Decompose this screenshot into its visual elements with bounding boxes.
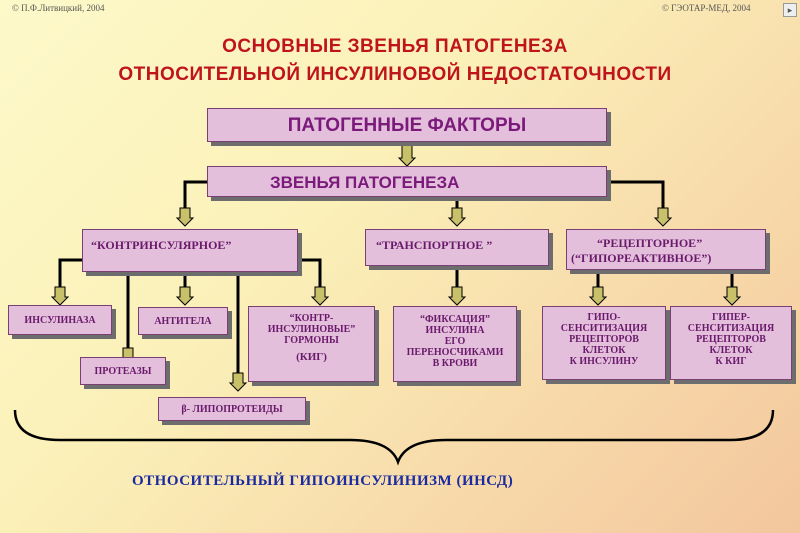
contr-hormones-line2: ИНСУЛИНОВЫЕ” (267, 324, 356, 335)
node-contrinsular: “КОНТРИНСУЛЯРНОЕ” (82, 229, 298, 272)
node-receptor-line2: (“ГИПОРЕАКТИВНОЕ”) (571, 251, 712, 265)
contr-hormones-line4: (КИГ) (296, 351, 327, 363)
fixation-line2: ИНСУЛИНА (425, 325, 485, 336)
contr-hormones-line3: ГОРМОНЫ (284, 335, 339, 346)
title-line-1: ОСНОВНЫЕ ЗВЕНЬЯ ПАТОГЕНЕЗА (222, 36, 568, 57)
node-antibodies: АНТИТЕЛА (138, 307, 228, 335)
hypo-line4: КЛЕТОК (582, 345, 626, 356)
hyper-line5: К КИГ (715, 356, 747, 367)
fixation-line1: “ФИКСАЦИЯ” (419, 314, 491, 325)
node-hypersensitization: ГИПЕР- СЕНСИТИЗАЦИЯ РЕЦЕПТОРОВ КЛЕТОК К … (670, 306, 792, 380)
fixation-line3: ЕГО (444, 336, 466, 347)
node-transport: “ТРАНСПОРТНОЕ ” (365, 229, 549, 266)
hyper-line1: ГИПЕР- (711, 312, 751, 323)
copyright-right: © ГЭОТАР-МЕД, 2004 (662, 3, 751, 13)
nav-arrow-icon[interactable]: ▸ (783, 3, 797, 17)
hypo-line2: СЕНСИТИЗАЦИЯ (560, 323, 648, 334)
node-pathogenic-factors: ПАТОГЕННЫЕ ФАКТОРЫ (207, 108, 607, 142)
node-hyposensitization: ГИПО- СЕНСИТИЗАЦИЯ РЕЦЕПТОРОВ КЛЕТОК К И… (542, 306, 666, 380)
title-line-2: ОТНОСИТЕЛЬНОЙ ИНСУЛИНОВОЙ НЕДОСТАТОЧНОСТ… (118, 64, 672, 85)
hypo-line5: К ИНСУЛИНУ (569, 356, 639, 367)
fixation-line5: В КРОВИ (432, 358, 478, 369)
result-label: ОТНОСИТЕЛЬНЫЙ ГИПОИНСУЛИНИЗМ (ИНСД) (132, 473, 514, 489)
node-fixation: “ФИКСАЦИЯ” ИНСУЛИНА ЕГО ПЕРЕНОСЧИКАМИ В … (393, 306, 517, 382)
node-receptor-line1: “РЕЦЕПТОРНОЕ” (597, 236, 703, 250)
hypo-line1: ГИПО- (587, 312, 621, 323)
hyper-line3: РЕЦЕПТОРОВ (696, 334, 766, 345)
node-receptor: “РЕЦЕПТОРНОЕ” (“ГИПОРЕАКТИВНОЕ”) (566, 229, 766, 270)
contr-hormones-line1: “КОНТР- (289, 313, 334, 324)
node-beta-lipoproteins: β- ЛИПОПРОТЕИДЫ (158, 397, 306, 421)
copyright-left: © П.Ф.Литвицкий, 2004 (12, 3, 105, 13)
fixation-line4: ПЕРЕНОСЧИКАМИ (406, 347, 504, 358)
hyper-line2: СЕНСИТИЗАЦИЯ (687, 323, 775, 334)
hyper-line4: КЛЕТОК (709, 345, 753, 356)
hypo-line3: РЕЦЕПТОРОВ (569, 334, 639, 345)
node-proteases: ПРОТЕАЗЫ (80, 357, 166, 385)
node-insulinase: ИНСУЛИНАЗА (8, 305, 112, 335)
node-contr-hormones: “КОНТР- ИНСУЛИНОВЫЕ” ГОРМОНЫ (КИГ) (248, 306, 375, 382)
node-pathogenesis-links: ЗВЕНЬЯ ПАТОГЕНЕЗА (207, 166, 607, 197)
